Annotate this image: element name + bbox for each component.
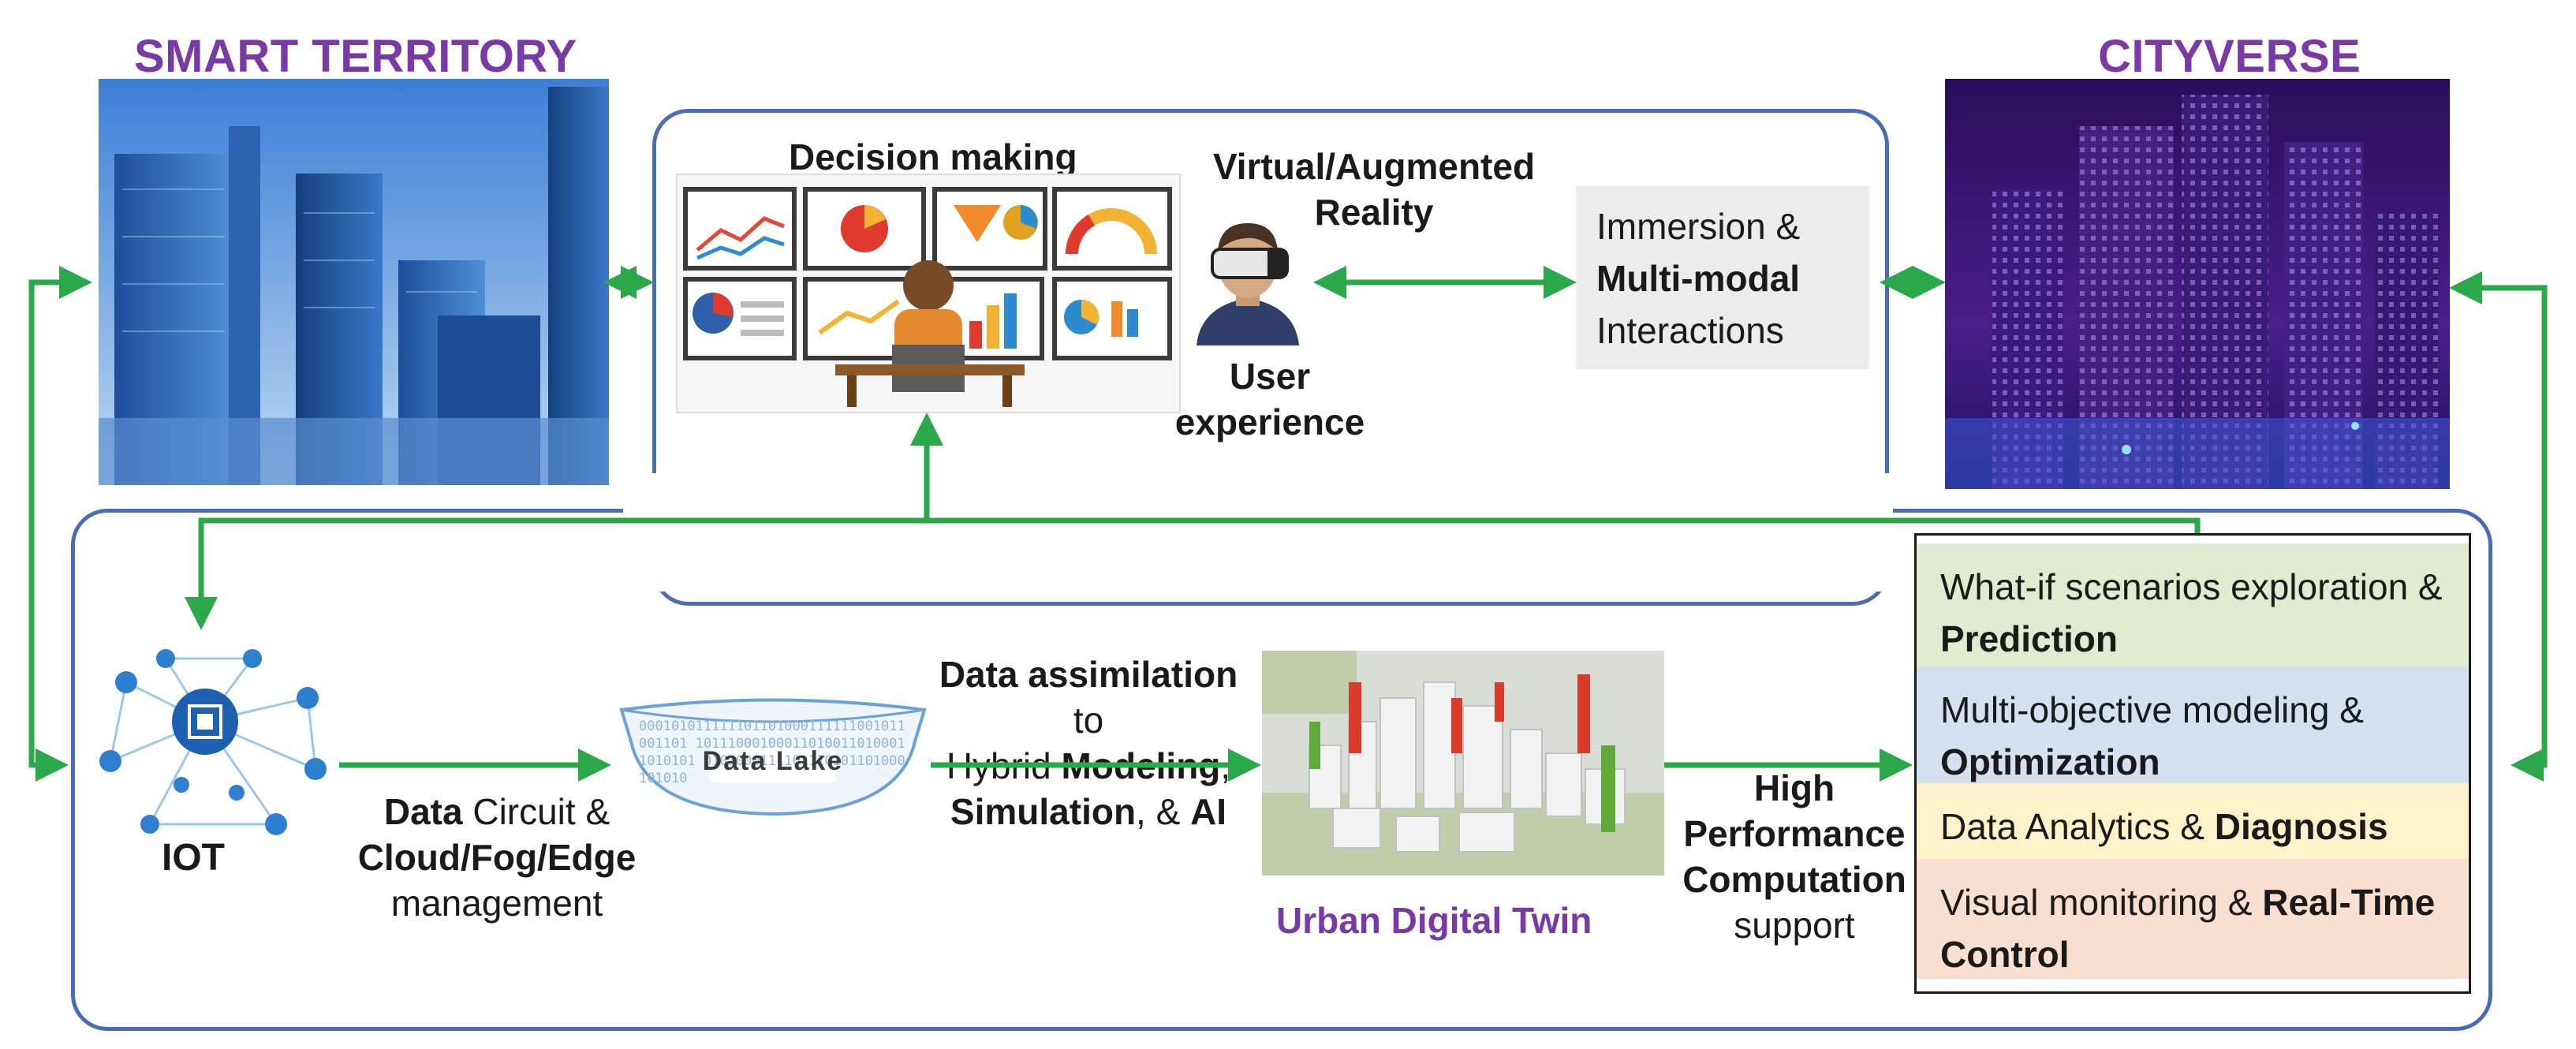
immersion-line1: Immersion & (1596, 206, 1801, 247)
capability-diagnosis: Data Analytics & Diagnosis (1917, 783, 2469, 859)
assimilation-modeling: Modeling (1061, 745, 1221, 786)
data-lake-image: 000101011111101101000111111001011001101 … (615, 694, 931, 820)
assimilation-line4: Simulation, & AI (911, 789, 1266, 834)
hpc-line1: High (1753, 767, 1835, 808)
capability-optimization-bold: Optimization (1940, 741, 2160, 782)
iot-network-image (79, 635, 339, 887)
assimilation-ai: AI (1190, 791, 1227, 832)
assimilation-line2: to (1073, 700, 1104, 741)
capabilities-panel: What-if scenarios exploration & Predicti… (1914, 533, 2471, 994)
assimilation-line1: Data assimilation (939, 654, 1238, 695)
immersion-box: Immersion & Multi-modal Interactions (1576, 186, 1869, 369)
capability-diagnosis-text: Data Analytics & (1940, 806, 2215, 847)
capability-diagnosis-bold: Diagnosis (2214, 806, 2388, 847)
user-experience-line1: User (1229, 356, 1311, 397)
data-lake-binary: 000101011111101101000111111001011001101 … (639, 719, 905, 786)
immersion-line3: Interactions (1596, 310, 1784, 351)
user-experience-label: User experience (1167, 353, 1372, 445)
assimilation-and: , & (1136, 791, 1191, 832)
data-circuit-bold: Data (383, 791, 463, 832)
vr-label-line2: Reality (1314, 192, 1434, 233)
capability-optimization-text: Multi-objective modeling & (1940, 689, 2364, 730)
iot-label: IOT (162, 837, 225, 879)
immersion-line2: Multi-modal (1596, 258, 1801, 299)
assimilation-simulation: Simulation (950, 791, 1137, 832)
smart-territory-image (99, 79, 609, 485)
hpc-label: High Performance Computation support (1664, 765, 1925, 948)
data-circuit-line3: management (390, 883, 603, 924)
capability-realtime-text: Visual monitoring & (1940, 882, 2263, 923)
capability-prediction-text: What-if scenarios exploration & (1940, 566, 2443, 607)
assimilation-comma: , (1220, 745, 1231, 786)
smart-territory-heading: SMART TERRITORY (134, 31, 577, 82)
dashboard-illustration (676, 174, 1181, 413)
data-lake-label: Data Lake (702, 746, 844, 776)
hpc-line3: Computation (1682, 859, 1906, 900)
cityverse-image (1945, 79, 2450, 489)
user-experience-line2: experience (1174, 401, 1365, 442)
assimilation-label: Data assimilation to Hybrid Modeling, Si… (911, 651, 1266, 834)
data-circuit-line1: Data Circuit & (331, 789, 663, 834)
digital-twin-image (1262, 651, 1664, 875)
vr-user-image (1181, 211, 1315, 345)
vr-label: Virtual/Augmented Reality (1193, 144, 1555, 235)
assimilation-hybrid: Hybrid (946, 745, 1062, 786)
capability-prediction: What-if scenarios exploration & Predicti… (1917, 543, 2469, 666)
data-circuit-label: Data Circuit & Cloud/Fog/Edge management (331, 789, 663, 926)
decision-making-title: Decision making (789, 136, 1077, 177)
capability-realtime: Visual monitoring & Real-Time Control (1917, 859, 2469, 979)
hpc-line2: Performance (1683, 813, 1906, 854)
vr-label-line1: Virtual/Augmented (1212, 146, 1536, 187)
capability-optimization: Multi-objective modeling & Optimization (1917, 666, 2469, 783)
data-circuit-rest: Circuit & (462, 791, 610, 832)
capability-realtime-bold: Real-Time Control (1940, 882, 2436, 975)
capability-prediction-bold: Prediction (1940, 618, 2118, 659)
cityverse-heading: CITYVERSE (2098, 31, 2361, 82)
frame-junction (623, 473, 1893, 592)
hpc-line4: support (1734, 905, 1855, 946)
data-circuit-line2: Cloud/Fog/Edge (357, 837, 637, 878)
digital-twin-label: Urban Digital Twin (1276, 900, 1592, 941)
assimilation-line3: Hybrid Modeling, (911, 743, 1266, 789)
